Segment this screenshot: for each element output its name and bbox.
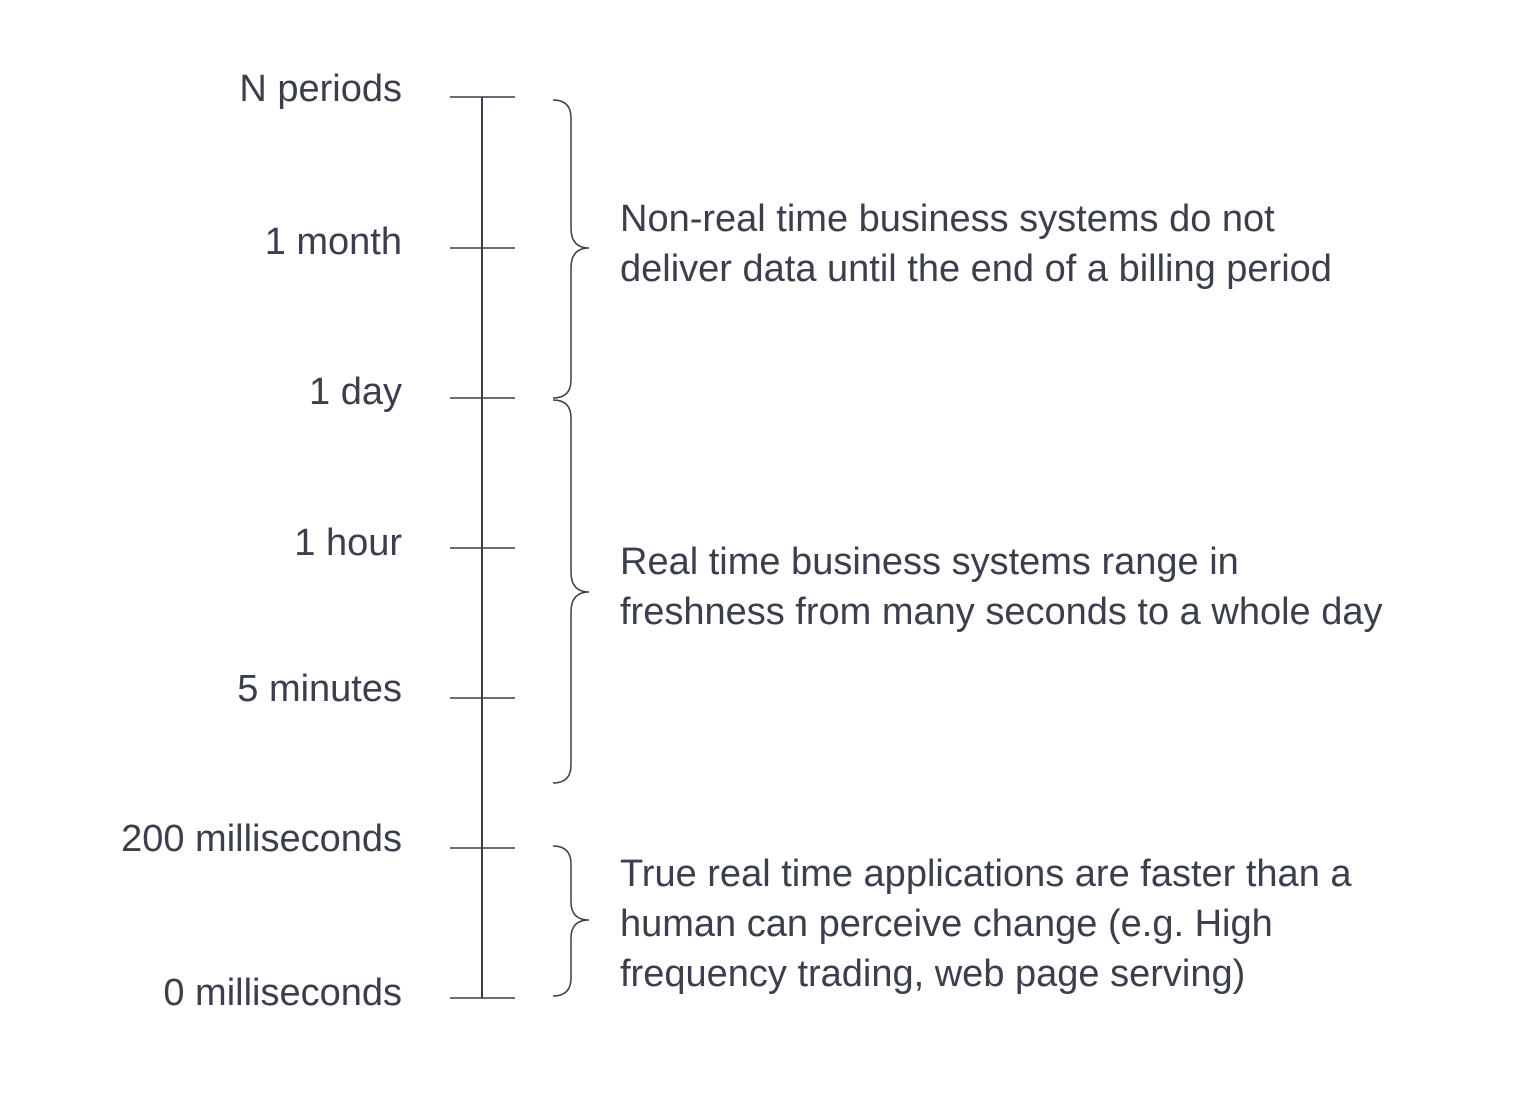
desc-line: True real time applications are faster t… <box>620 853 1352 895</box>
tick-label-1-month: 1 month <box>264 221 402 263</box>
tick-label-200-ms: 200 milliseconds <box>121 818 402 860</box>
tick-label-5-minutes: 5 minutes <box>237 668 402 710</box>
tick-label-1-hour: 1 hour <box>294 522 402 564</box>
desc-line: Real time business systems range in <box>620 541 1239 583</box>
desc-true-real-time: True real time applications are faster t… <box>620 849 1352 999</box>
desc-line: frequency trading, web page serving) <box>620 953 1246 995</box>
tick-label-n-periods: N periods <box>239 68 402 110</box>
desc-line: Non-real time business systems do not <box>620 198 1275 240</box>
desc-line: freshness from many seconds to a whole d… <box>620 591 1383 633</box>
brace-true-real-time <box>552 845 590 997</box>
tick-label-0-ms: 0 milliseconds <box>163 972 402 1014</box>
tick-label-1-day: 1 day <box>309 371 402 413</box>
desc-line: human can perceive change (e.g. High <box>620 903 1273 945</box>
desc-real-time: Real time business systems range in fres… <box>620 537 1383 637</box>
brace-non-real-time <box>552 99 590 399</box>
desc-non-real-time: Non-real time business systems do not de… <box>620 194 1332 294</box>
brace-real-time <box>552 399 590 784</box>
desc-line: deliver data until the end of a billing … <box>620 248 1332 290</box>
